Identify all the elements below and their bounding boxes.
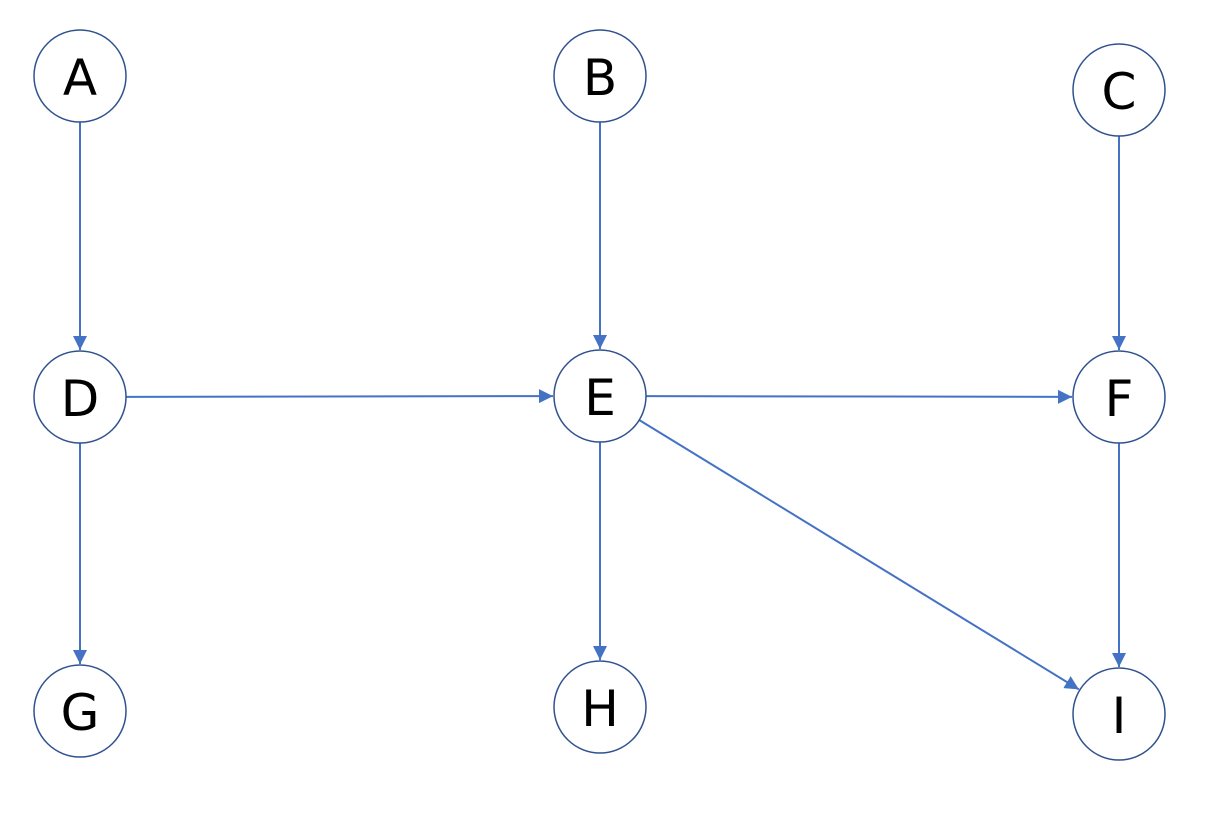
node-circle [33,29,127,123]
node-label: D [61,370,100,428]
node-circle [1072,43,1166,137]
node-circle [553,349,647,443]
node-g: G [33,664,127,758]
node-circle [553,660,647,754]
node-h: H [553,660,647,754]
node-label: F [1105,370,1134,428]
node-circle [1072,350,1166,444]
node-f: F [1072,350,1166,444]
node-circle [33,350,127,444]
node-label: I [1112,687,1127,745]
node-circle [33,664,127,758]
node-e: E [553,349,647,443]
node-d: D [33,350,127,444]
node-i: I [1072,667,1166,761]
node-label: H [581,680,619,738]
node-label: A [63,49,97,107]
node-a: A [33,29,127,123]
edge-e-f [645,389,1073,404]
node-b: B [553,29,647,123]
node-c: C [1072,43,1166,137]
edges-layer [73,122,1126,691]
node-circle [1072,667,1166,761]
node-circle [553,29,647,123]
node-label: B [583,49,617,107]
edge-e-i [638,419,1080,691]
nodes-layer: A B C D E F G H I [33,29,1166,761]
node-label: C [1102,63,1137,121]
node-label: E [584,369,616,427]
node-label: G [61,684,100,742]
edge-d-e [125,389,554,404]
